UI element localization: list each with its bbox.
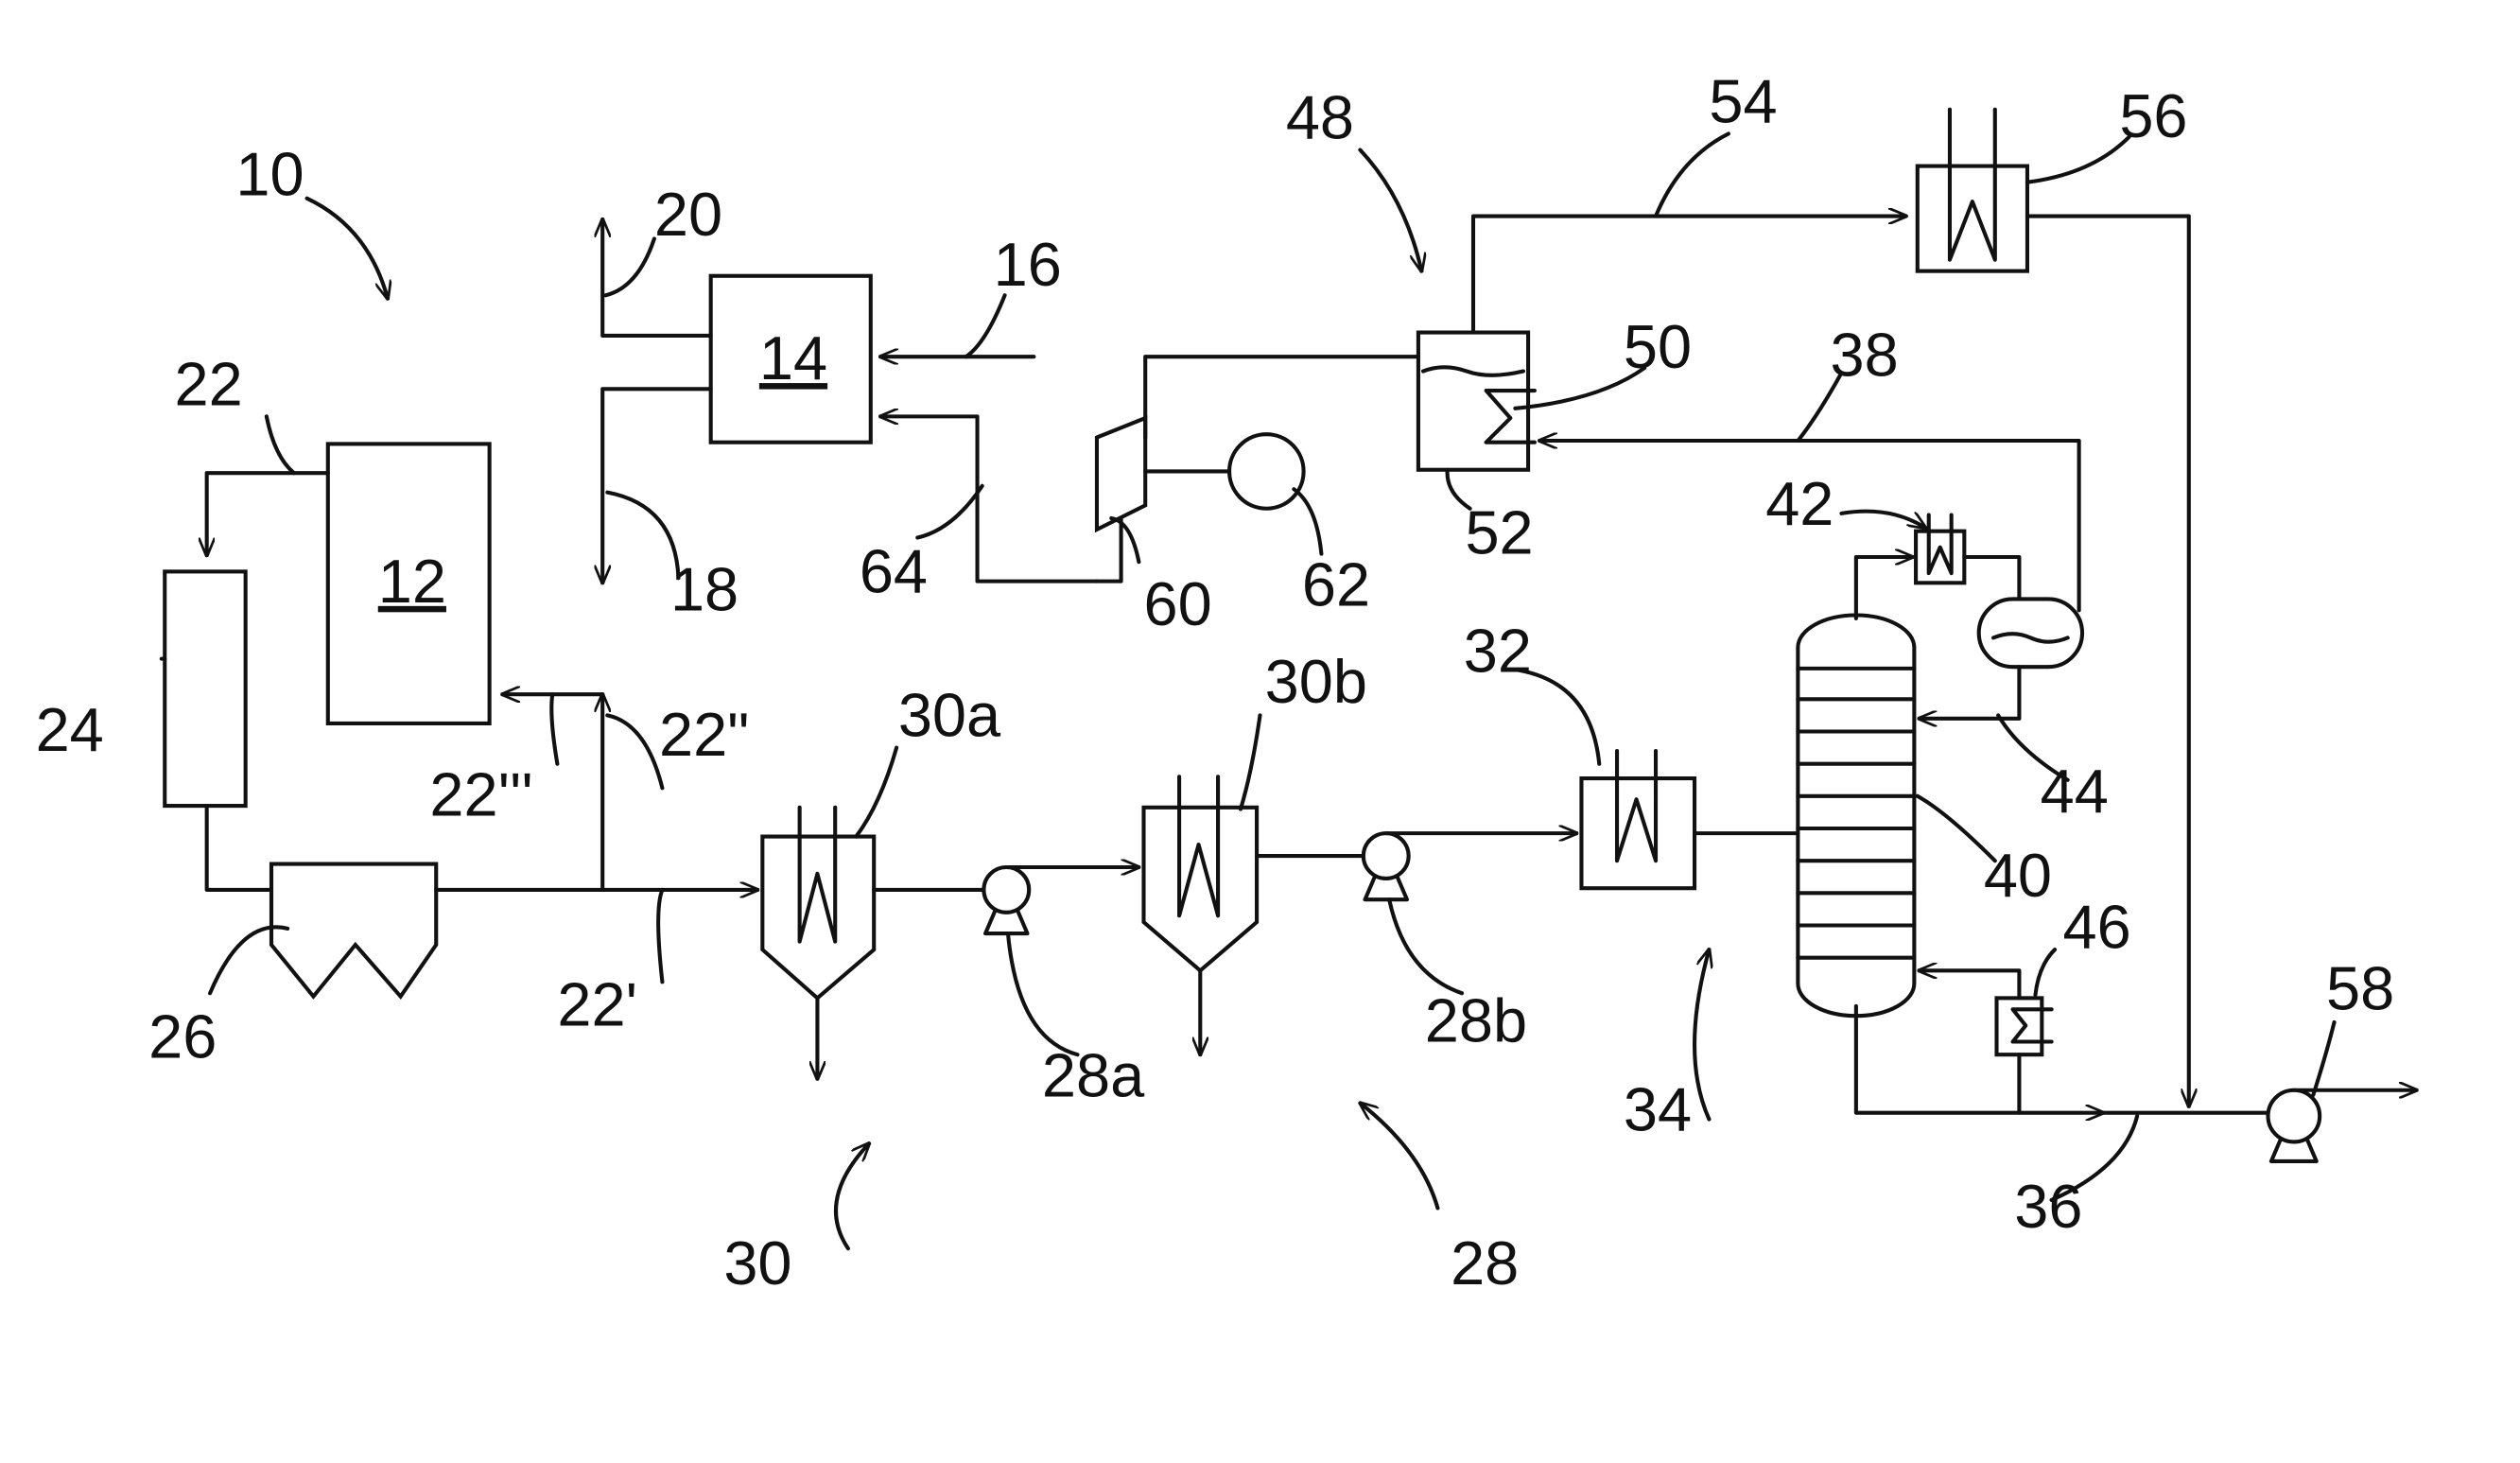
column-24: [165, 571, 245, 806]
exchanger-56: [1918, 166, 2027, 271]
label-22-double-prime: 22": [659, 700, 749, 769]
pump-58: [2268, 1090, 2320, 1161]
vessel-30b: [1144, 808, 1258, 971]
label-30b: 30b: [1265, 647, 1367, 716]
label-22: 22: [174, 349, 242, 418]
label-52: 52: [1465, 498, 1533, 567]
label-28b: 28b: [1425, 986, 1527, 1055]
generator-62: [1229, 434, 1304, 509]
label-12: 12: [378, 547, 446, 616]
label-24: 24: [36, 695, 104, 764]
label-10: 10: [235, 139, 304, 208]
condenser-42: [1916, 531, 1964, 583]
label-32: 32: [1464, 616, 1532, 685]
label-26: 26: [148, 1002, 217, 1071]
vessel-30a: [762, 837, 874, 999]
label-48: 48: [1286, 83, 1354, 152]
label-36: 36: [2014, 1172, 2082, 1241]
turbine-60: [1097, 418, 1145, 530]
reboiler-46: [1997, 998, 2042, 1054]
label-60: 60: [1144, 569, 1212, 638]
label-16: 16: [994, 230, 1062, 299]
reflux-drum: [1979, 599, 2082, 667]
label-22-triple-prime: 22''': [429, 759, 532, 828]
label-22-prime: 22': [557, 969, 637, 1038]
label-18: 18: [670, 554, 739, 623]
label-40: 40: [1984, 841, 2052, 910]
exchanger-50: [1418, 333, 1528, 470]
label-46: 46: [2063, 892, 2131, 961]
label-54: 54: [1709, 66, 1777, 135]
label-56: 56: [2119, 81, 2187, 150]
label-30: 30: [723, 1228, 791, 1298]
hopper-26: [271, 864, 436, 997]
label-38: 38: [1831, 321, 1899, 390]
label-58: 58: [2326, 953, 2394, 1022]
label-44: 44: [2041, 757, 2109, 826]
label-14: 14: [759, 323, 827, 392]
label-42: 42: [1765, 469, 1834, 538]
label-50: 50: [1624, 312, 1692, 381]
label-62: 62: [1302, 549, 1370, 618]
label-20: 20: [654, 180, 722, 249]
label-30a: 30a: [898, 681, 1001, 750]
exchanger-32: [1581, 778, 1694, 888]
pump-28b: [1364, 833, 1409, 899]
label-28: 28: [1451, 1228, 1519, 1298]
pump-28a: [983, 867, 1029, 933]
label-64: 64: [860, 537, 928, 606]
label-34: 34: [1624, 1074, 1692, 1143]
label-28a: 28a: [1042, 1041, 1145, 1110]
